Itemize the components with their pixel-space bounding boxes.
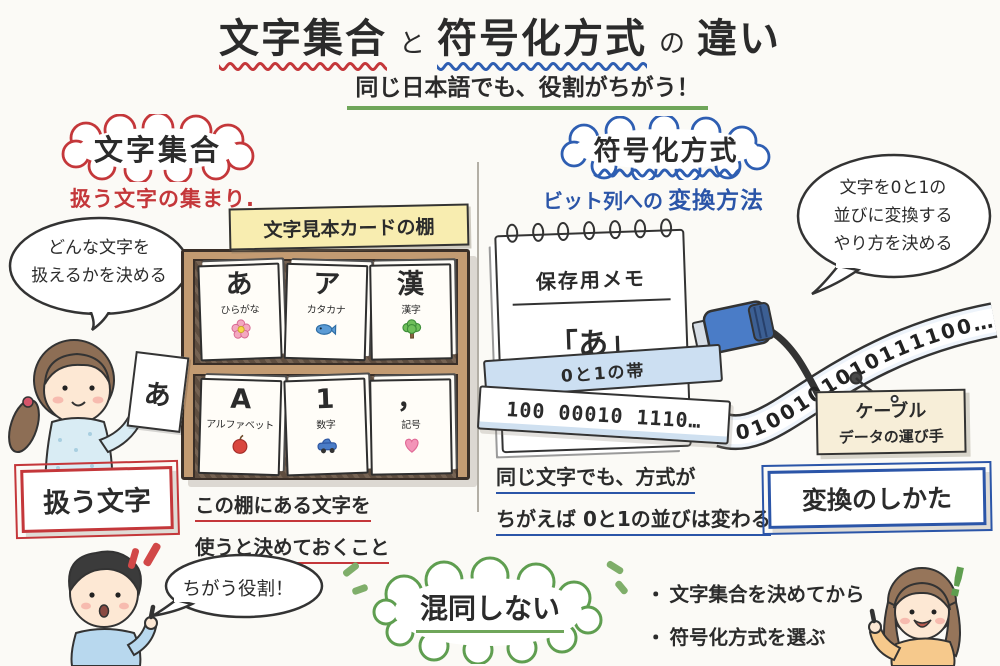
card-label: ひらがな [220, 304, 260, 318]
card-hiragana: あ ひらがな [197, 262, 283, 362]
title-connector: と [398, 29, 425, 59]
title-particle: の [659, 29, 686, 59]
conversion-method-box: 変換のしかた [761, 460, 993, 536]
card-kanji: 漢 漢字 [369, 263, 453, 361]
boy-speech-text: ちがう役割！ [182, 579, 294, 600]
charset-note: この棚にある文字を 使うと決めておくこと [195, 489, 390, 573]
shelf-row-top: あ ひらがな ア カタカナ [193, 259, 458, 365]
card-label: 記号 [401, 420, 421, 432]
card-label: 数字 [315, 420, 336, 432]
title-charset: 文字集合 [218, 16, 387, 62]
encoding-subheading-plain: ビット列への [543, 189, 663, 213]
encoding-note: 同じ文字でも、方式が ちがえば 0と1の並びは変わる [496, 461, 771, 545]
shelf-row-bottom: A アルファベット 1 数字 ， 記号 [193, 374, 458, 480]
speech-bubble-shape [8, 216, 190, 332]
card-number: 1 数字 [282, 377, 369, 477]
encoding-speech-line2: 並びに変換する [833, 206, 953, 227]
encoding-speech-bubble: 文字を0と1の 並びに変換する やり方を決める [792, 152, 994, 298]
bit-ribbon-label-text: 0と1の帯 [560, 360, 647, 387]
card-katakana: ア カタカナ [283, 262, 368, 362]
card-symbol: ， 記号 [369, 378, 453, 476]
charset-subheading: 扱う文字の集まり. [70, 187, 255, 211]
title-encoding: 符号化方式 [437, 16, 647, 62]
handled-characters-label: 扱う文字 [42, 485, 152, 520]
card-char: A [229, 383, 252, 416]
encoding-speech-line3: やり方を決める [833, 234, 953, 255]
charset-speech-line1: どんな文字を [48, 238, 150, 258]
card-char: あ [225, 268, 254, 301]
cable-tag: ケーブル データの運び手 [815, 388, 967, 456]
character-card-shelf: あ ひらがな ア カタカナ [181, 249, 470, 480]
handled-characters-box: 扱う文字 [14, 459, 180, 540]
spiral-rings [505, 218, 673, 243]
shelf-sign: 文字見本カードの棚 [228, 203, 470, 251]
held-card-char: あ [142, 377, 173, 413]
card-char: 漢 [396, 268, 425, 301]
card-char: 1 [314, 383, 335, 416]
dont-confuse-text: 混同しない [415, 587, 564, 633]
card-char: ア [312, 268, 341, 301]
encoding-heading-cloud: 符号化方式 [554, 116, 778, 180]
conversion-method-label: 変換のしかた [801, 483, 953, 516]
summary-bullet-1: 文字集合を決めてから [646, 578, 865, 607]
card-alphabet: A アルファベット [197, 377, 283, 477]
charset-heading: 文字集合 [93, 133, 222, 167]
girl-right-illustration [868, 567, 961, 666]
green-cloud-shape [372, 556, 603, 664]
speech-bubble-shape [796, 153, 992, 296]
emphasis-mark-green [351, 583, 369, 596]
subtitle-row: 同じ日本語でも、役割がちがう！ [0, 68, 1000, 110]
blue-cloud-shape [560, 116, 771, 180]
card-label: アルファベット [205, 419, 275, 433]
dont-confuse-cloud: 混同しない [370, 556, 610, 664]
card-label: カタカナ [305, 304, 346, 317]
encoding-speech-line1: 文字を0と1の [839, 178, 947, 198]
summary-bullets: 文字集合を決めてから 符号化方式を選ぶ [646, 578, 865, 664]
encoding-subheading-strong: 変換方法 [668, 188, 765, 214]
page-title: 文字集合 と 符号化方式 の 違い [0, 6, 1000, 64]
heart-icon [404, 438, 419, 454]
encoding-note-line2: ちがえば 0と1の並びは変わる [496, 503, 771, 536]
encoding-subheading: ビット列への 変換方法 [543, 181, 764, 215]
held-card: あ [126, 350, 190, 434]
charset-speech-bubble: どんな文字を 扱えるかを決める [6, 214, 192, 332]
title-difference: 違い [697, 16, 782, 62]
cable-tag-line2: データの運び手 [838, 427, 944, 447]
charset-note-line1: この棚にある文字を [195, 489, 371, 522]
boy-speech-bubble: ちがう役割！ [151, 552, 324, 626]
car-icon [316, 438, 336, 454]
fish-icon [314, 324, 336, 336]
emphasis-mark-green [613, 579, 630, 596]
charset-speech-line2: 扱えるかを決める [31, 266, 167, 287]
apple-icon [231, 435, 247, 455]
speech-bubble-shape [151, 553, 324, 619]
tree-icon [401, 319, 421, 340]
bit-ribbon-bits-text: 100 00010 1110… [505, 397, 703, 433]
red-cloud-shape [61, 114, 255, 182]
flower-icon [230, 319, 251, 340]
card-char: ， [396, 383, 425, 416]
card-label: 漢字 [401, 305, 421, 317]
encoding-heading: 符号化方式 [593, 135, 739, 167]
summary-bullet-2: 符号化方式を選ぶ [646, 621, 865, 650]
boy-illustration [68, 550, 158, 666]
encoding-note-line1: 同じ文字でも、方式が [496, 461, 696, 494]
subtitle: 同じ日本語でも、役割がちがう！ [347, 68, 708, 110]
section-divider [477, 162, 479, 512]
notepad-title: 保存用メモ [511, 261, 671, 306]
charset-heading-cloud: 文字集合 [58, 114, 258, 182]
